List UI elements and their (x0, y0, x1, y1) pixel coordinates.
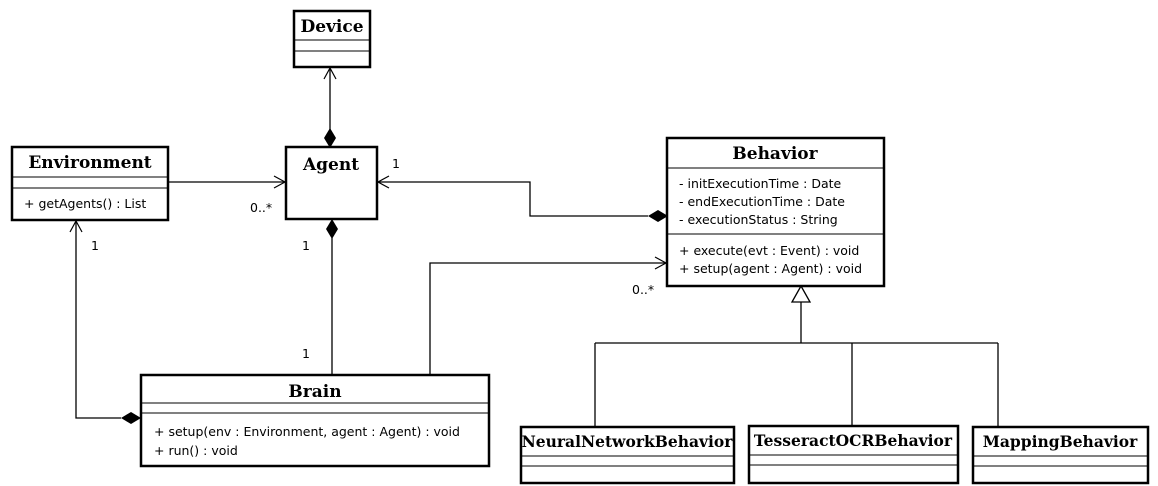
multiplicity-label: 1 (91, 238, 99, 253)
behavior-generalization (594, 284, 999, 426)
operation: + run() : void (154, 443, 238, 458)
operation: + execute(evt : Event) : void (679, 243, 859, 258)
class-behavior[interactable]: Behavior - initExecutionTime : Date - en… (665, 136, 886, 288)
class-neural-network-behavior[interactable]: NeuralNetworkBehavior (519, 425, 736, 485)
class-name: MappingBehavior (983, 432, 1138, 451)
composition-diamond (121, 412, 141, 424)
composition-diamond (324, 128, 336, 148)
agent-device-composition (323, 66, 337, 148)
multiplicity-label: 0..* (250, 200, 272, 215)
operation: + setup(env : Environment, agent : Agent… (154, 424, 460, 439)
multiplicity-label: 1 (302, 238, 310, 253)
class-name: NeuralNetworkBehavior (522, 432, 734, 451)
composition-diamond (326, 219, 338, 239)
class-name: TesseractOCRBehavior (754, 431, 953, 450)
class-tesseract-ocr-behavior[interactable]: TesseractOCRBehavior (747, 424, 960, 485)
composition-diamond (648, 210, 668, 222)
class-brain[interactable]: Brain + setup(env : Environment, agent :… (139, 373, 491, 468)
multiplicity-label: 0..* (632, 282, 654, 297)
class-name: Agent (302, 155, 359, 175)
environment-agent-association: 0..* (169, 175, 287, 215)
attribute: - endExecutionTime : Date (679, 194, 845, 209)
brain-environment-composition: 1 (69, 219, 141, 424)
class-name: Behavior (732, 144, 818, 164)
operation: + getAgents() : List (24, 196, 146, 211)
multiplicity-label: 1 (392, 156, 400, 171)
behavior-agent-composition: 1 (376, 156, 668, 222)
class-name: Device (300, 17, 363, 37)
class-name: Brain (288, 382, 341, 402)
class-name: Environment (28, 153, 151, 173)
class-environment[interactable]: Environment + getAgents() : List (10, 145, 170, 222)
class-mapping-behavior[interactable]: MappingBehavior (971, 425, 1150, 485)
class-device[interactable]: Device (292, 9, 372, 69)
attribute: - initExecutionTime : Date (679, 176, 842, 191)
generalization-triangle (790, 284, 812, 303)
multiplicity-label: 1 (302, 346, 310, 361)
attribute: - executionStatus : String (679, 212, 838, 227)
operation: + setup(agent : Agent) : void (679, 261, 862, 276)
brain-behavior-association: 0..* (429, 256, 668, 374)
class-agent[interactable]: Agent (284, 145, 379, 221)
agent-brain-composition: 1 1 (302, 219, 338, 374)
